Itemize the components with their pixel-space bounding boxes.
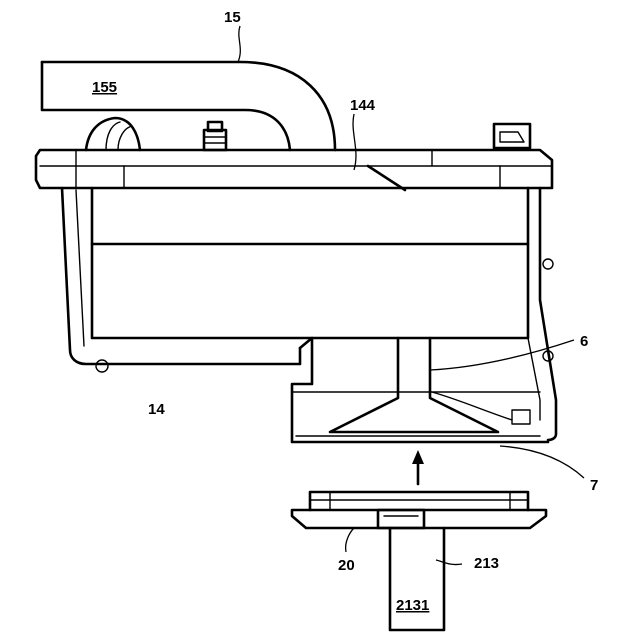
- tank-body: [62, 188, 528, 372]
- label-6: 6: [580, 333, 588, 350]
- tank-right-wall: [528, 188, 556, 440]
- label-213: 213: [474, 555, 499, 572]
- leader-lines: [238, 26, 584, 565]
- cover-latch: [494, 124, 530, 148]
- top-cover: [36, 150, 552, 190]
- label-7: 7: [590, 477, 598, 494]
- handle-pipe-15: [42, 62, 335, 150]
- cover-knob: [86, 118, 140, 150]
- label-15: 15: [224, 9, 241, 26]
- label-14: 14: [148, 401, 165, 418]
- base-20: [292, 492, 546, 528]
- label-155: 155: [92, 79, 117, 96]
- suction-cup-6: [330, 338, 512, 432]
- cover-post: [204, 122, 226, 150]
- label-2131: 2131: [396, 597, 429, 614]
- label-20: 20: [338, 557, 355, 574]
- label-144: 144: [350, 97, 376, 114]
- lower-housing: [292, 338, 548, 442]
- plug-213: [390, 528, 444, 630]
- insertion-arrow: [412, 450, 424, 484]
